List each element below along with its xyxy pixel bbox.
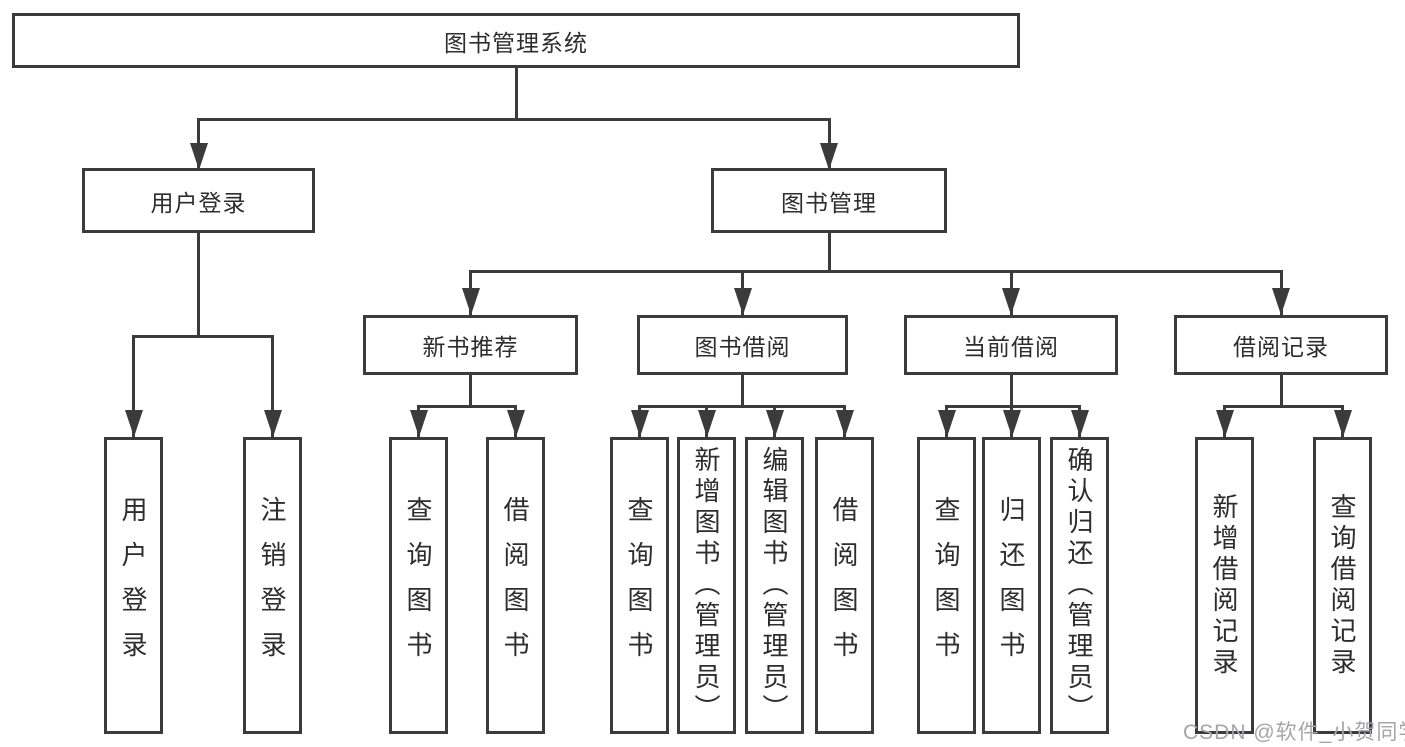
arrowhead-icon	[506, 410, 525, 437]
arrowhead-icon	[124, 410, 143, 437]
arrowhead-icon	[1002, 410, 1021, 437]
connector-line	[1279, 375, 1283, 408]
node-confirm-return-admin: 确认归还（管理员）	[1050, 437, 1109, 734]
arrowhead-icon	[765, 410, 784, 437]
arrowhead-icon	[409, 410, 428, 437]
node-add-books-admin: 新增图书（管理员）	[677, 437, 736, 734]
arrowhead-icon	[1070, 410, 1089, 437]
arrowhead-icon	[937, 410, 956, 437]
node-user-login: 用户登录	[82, 168, 315, 233]
arrowhead-icon	[835, 410, 854, 437]
connector-line	[741, 375, 744, 408]
node-logout: 注销登录	[243, 437, 302, 734]
arrowhead-icon	[461, 288, 480, 315]
connector-line	[827, 233, 831, 273]
connector-line	[469, 375, 472, 408]
node-edit-books-admin: 编辑图书（管理员）	[745, 437, 804, 734]
connector-line	[945, 404, 1081, 408]
connector-line	[197, 117, 831, 121]
connector-line	[514, 68, 518, 121]
connector-line	[417, 404, 517, 408]
arrowhead-icon	[263, 410, 282, 437]
node-borrow-books: 借阅图书	[815, 437, 874, 734]
node-book-borrowing: 图书借阅	[637, 315, 848, 375]
arrowhead-icon	[1215, 410, 1234, 437]
arrowhead-icon	[697, 410, 716, 437]
node-library-management-system: 图书管理系统	[12, 13, 1020, 68]
node-query-books-current: 查询图书	[917, 437, 976, 734]
node-add-borrow-record: 新增借阅记录	[1195, 437, 1254, 734]
node-query-borrow-record: 查询借阅记录	[1313, 437, 1372, 734]
connector-line	[1223, 404, 1344, 408]
node-return-books: 归还图书	[982, 437, 1041, 734]
arrowhead-icon	[733, 288, 752, 315]
connector-line	[132, 336, 135, 437]
node-query-books-recommend: 查询图书	[389, 437, 448, 734]
node-borrow-books-recommend: 借阅图书	[486, 437, 545, 734]
connector-line	[271, 336, 274, 437]
node-new-book-recommend: 新书推荐	[363, 315, 578, 375]
arrowhead-icon	[1002, 288, 1020, 315]
connector-line	[197, 233, 200, 338]
node-user-login-leaf: 用户登录	[104, 437, 163, 734]
node-current-borrowing: 当前借阅	[904, 315, 1118, 375]
csdn-watermark: CSDN @软件_小贺同学	[1183, 721, 1405, 744]
connector-line	[1009, 375, 1013, 408]
arrowhead-icon	[1272, 288, 1290, 315]
node-borrowing-records: 借阅记录	[1174, 315, 1388, 375]
connector-line	[638, 404, 846, 408]
arrowhead-icon	[1333, 410, 1352, 437]
arrowhead-icon	[820, 143, 838, 170]
connector-line	[469, 269, 1283, 273]
arrowhead-icon	[630, 410, 649, 437]
arrowhead-icon	[189, 143, 208, 170]
node-book-management: 图书管理	[711, 168, 947, 233]
connector-line	[132, 334, 274, 338]
node-query-books-borrow: 查询图书	[610, 437, 669, 734]
